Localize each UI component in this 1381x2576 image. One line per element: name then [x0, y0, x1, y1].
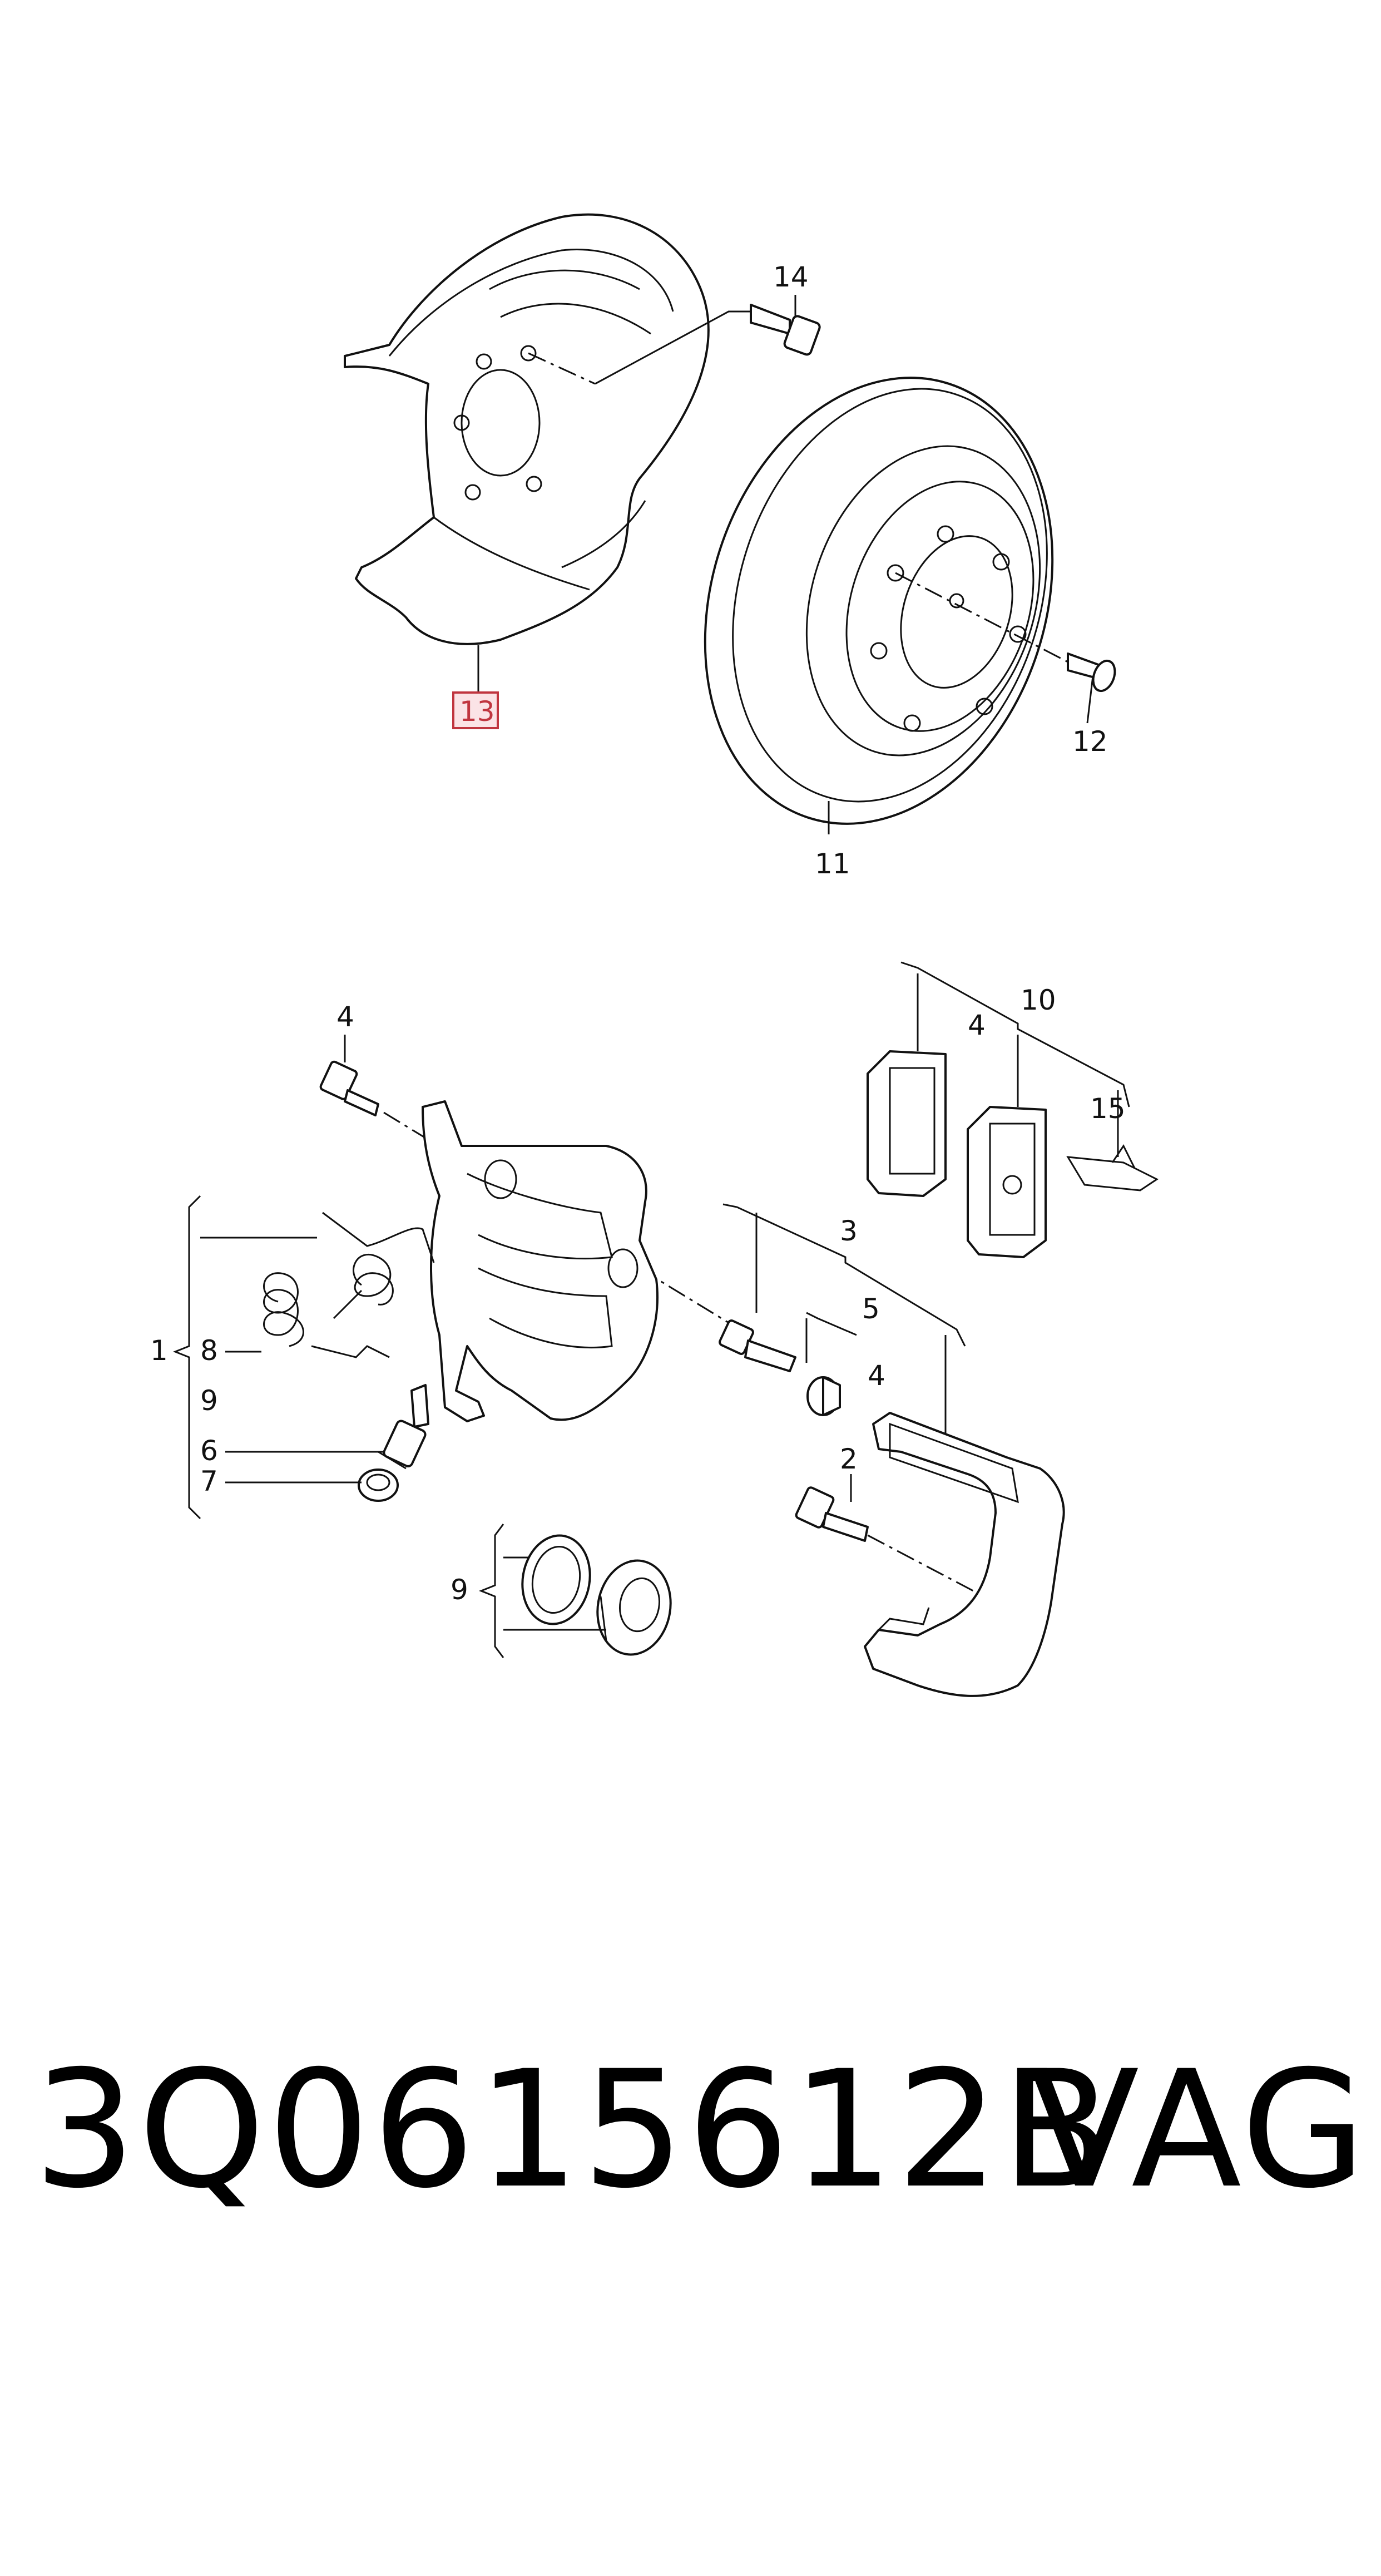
callout-13-highlight [452, 691, 499, 729]
guide-bushing-drawing [806, 1376, 841, 1416]
screw-12-drawing [1067, 652, 1116, 724]
brake-pad-inner-drawing [867, 1050, 947, 1197]
callout-3[interactable]: 3 [840, 1215, 858, 1247]
callout-1[interactable]: 1 [150, 1334, 168, 1367]
parts-diagram: 14 13 12 11 4 1 8 9 [150, 213, 1159, 1697]
callout-15[interactable]: 15 [1090, 1092, 1126, 1125]
dust-shield-drawing [344, 213, 710, 645]
caliper-carrier-drawing [864, 1412, 1065, 1697]
callout-7[interactable]: 7 [200, 1465, 218, 1497]
gasket-drawing [521, 1534, 591, 1625]
callout-11[interactable]: 11 [815, 848, 850, 880]
callout-12[interactable]: 12 [1072, 725, 1108, 758]
bleeder-cap-drawing [358, 1469, 399, 1502]
callout-9-caliper[interactable]: 9 [200, 1385, 218, 1417]
piston-seal-drawing [596, 1559, 672, 1656]
caliper-housing-drawing [422, 1100, 659, 1422]
callout-2[interactable]: 2 [840, 1443, 858, 1475]
bleeder-valve-drawing [378, 1384, 429, 1470]
callout-6[interactable]: 6 [200, 1435, 218, 1467]
callout-4-bolt[interactable]: 4 [336, 1001, 354, 1033]
callout-8[interactable]: 8 [200, 1334, 218, 1367]
pad-clip-drawing [1066, 1144, 1159, 1191]
handbrake-lever-drawing [263, 1212, 435, 1358]
guide-bolt-drawing [719, 1319, 796, 1372]
callout-5[interactable]: 5 [862, 1293, 880, 1325]
part-number: 3Q0615612B [33, 2036, 1115, 2224]
brand-name: VAG [1029, 2036, 1368, 2224]
callout-13[interactable]: 13 [459, 695, 495, 728]
footer-banner: 3Q0615612B VAG [0, 2014, 1381, 2247]
callout-9-kit[interactable]: 9 [451, 1574, 468, 1606]
callout-4-bushing[interactable]: 4 [868, 1359, 885, 1392]
callout-10[interactable]: 10 [1021, 984, 1056, 1016]
bolt-14-drawing [595, 304, 821, 385]
brake-disc-drawing [704, 377, 1068, 825]
callout-4-pads[interactable]: 4 [968, 1009, 986, 1041]
carrier-bolt-drawing [795, 1474, 974, 1592]
brake-pad-outer-drawing [967, 1106, 1047, 1258]
callout-14[interactable]: 14 [773, 261, 809, 293]
